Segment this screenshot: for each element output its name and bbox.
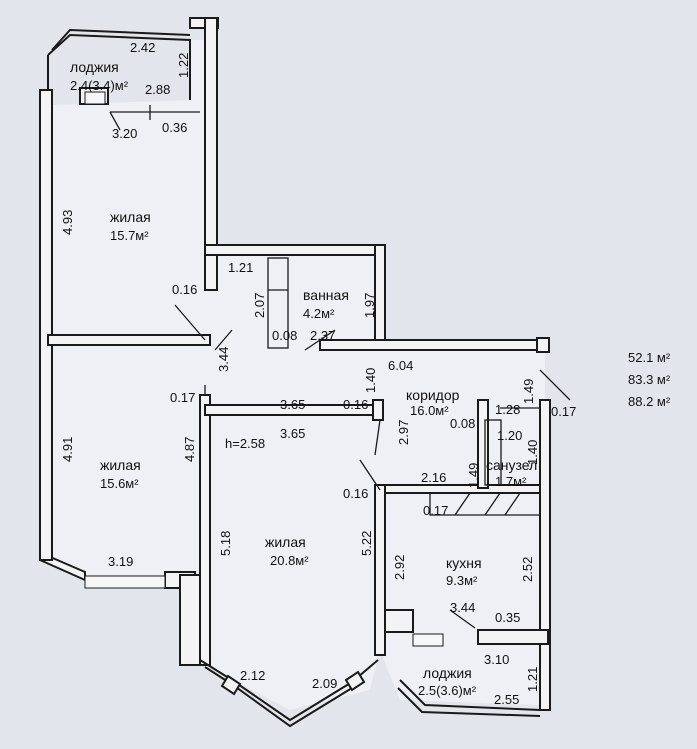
dim-121: 1.21 [228,260,253,275]
room-area-loggia-bottom: 2.5(3.6)м² [418,683,477,698]
kitchen-counter [429,492,541,516]
dim-008b: 0.08 [450,416,475,431]
ceiling-height: h=2.58 [225,436,265,451]
top-loggia-outline [47,28,191,100]
dim-017c: 0.17 [423,503,448,518]
dim-518: 5.18 [218,531,233,556]
room-name-bath: ванная [303,287,349,303]
room-name-living-left: жилая [100,457,141,473]
room-name-kitchen: кухня [446,555,482,571]
dim-207: 2.07 [252,293,267,318]
dim-017b: 0.17 [551,404,576,419]
dim-491: 4.91 [60,437,75,462]
outer-walls [39,17,551,711]
room-labels: лоджия 2.4(3.4)м² жилая 15.7м² ванная 4.… [70,59,537,698]
total-with-loggias: 88.2 м² [628,394,671,409]
totals: 52.1 м² 83.3 м² 88.2 м² [628,350,671,409]
dim-255: 2.55 [494,692,519,707]
dim-344a: 3.44 [216,347,231,372]
dim-365a: 3.65 [280,397,305,412]
bottom-loggia-outline [397,679,541,717]
dim-loggia-width: 2.42 [130,40,155,55]
total-general: 83.3 м² [628,372,671,387]
room-area-living-center: 20.8м² [270,553,309,568]
dim-344b: 3.44 [450,600,475,615]
room-area-loggia-top: 2.4(3.4)м² [70,78,129,93]
dim-216: 2.16 [421,470,446,485]
dim-197: 1.97 [362,293,377,318]
dim-320: 3.20 [112,126,137,141]
dim-310: 3.10 [484,652,509,667]
dim-288: 2.88 [145,82,170,97]
room-area-wc: 1.7м² [495,474,527,489]
room-area-living-left: 15.6м² [100,476,139,491]
dim-522: 5.22 [359,531,374,556]
room-name-living-top: жилая [110,209,151,225]
dim-252: 2.52 [520,557,535,582]
dim-319: 3.19 [108,554,133,569]
dim-297: 2.97 [396,420,411,445]
room-area-corridor: 16.0м² [410,403,449,418]
dim-120: 1.20 [497,428,522,443]
dim-016b: 0.16 [343,397,368,412]
room-name-loggia-top: лоджия [70,59,119,75]
dimensions: 2.42 1.22 2.88 3.20 0.36 4.93 1.21 2.07 … [60,40,576,707]
dim-loggia-depth: 1.22 [176,53,191,78]
room-area-bath: 4.2м² [303,306,335,321]
dim-212: 2.12 [240,668,265,683]
dim-237: 2.37 [310,328,335,343]
window-kitchen [412,633,444,647]
dim-035: 0.35 [495,610,520,625]
bath-tub [267,257,289,349]
dim-209: 2.09 [312,676,337,691]
dim-292: 2.92 [392,555,407,580]
dim-016c: 0.16 [343,486,368,501]
window-left [84,575,166,589]
dim-017a: 0.17 [170,390,195,405]
dim-128: 1.28 [495,402,520,417]
room-name-corridor: коридор [406,387,460,403]
dim-487: 4.87 [182,437,197,462]
dim-121b: 1.21 [525,667,540,692]
room-name-loggia-bottom: лоджия [423,665,472,681]
room-area-living-top: 15.7м² [110,228,149,243]
dim-008a: 0.08 [272,328,297,343]
room-name-wc: санузел [486,457,537,473]
dim-036: 0.36 [162,120,187,135]
dim-016a: 0.16 [172,282,197,297]
dim-365b: 3.65 [280,426,305,441]
wc-bowl [484,419,502,486]
dim-140b: 1.40 [525,440,540,465]
dim-149a: 1.49 [521,379,536,404]
dim-149b: 1.49 [466,463,481,488]
dim-493: 4.93 [60,210,75,235]
total-living: 52.1 м² [628,350,671,365]
dim-604: 6.04 [388,358,413,373]
door-swings [174,304,476,629]
dim-140a: 1.40 [363,368,378,393]
room-area-kitchen: 9.3м² [446,573,478,588]
room-name-living-center: жилая [265,534,306,550]
